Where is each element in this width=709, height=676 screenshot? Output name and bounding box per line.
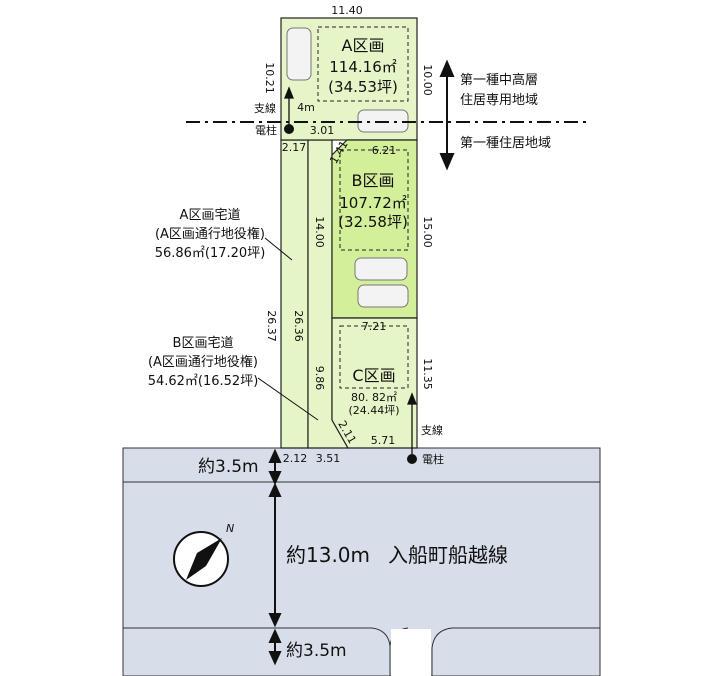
road-name-label: 入船町船越線	[388, 543, 508, 567]
lots	[280, 17, 418, 449]
easement-b-title: B区画宅道	[173, 336, 234, 351]
dim-road-4m: 4m	[297, 101, 315, 114]
zone-upper-label-1: 第一種中高層	[460, 72, 538, 88]
road-dim-arrows	[268, 448, 282, 666]
leader-line	[264, 237, 293, 261]
sidewalk-bottom-label: 約3.5m	[286, 641, 347, 661]
dim-c-right: 11.35	[421, 358, 434, 390]
zone-arrows	[439, 59, 455, 171]
lot-a-name: A区画	[342, 36, 385, 55]
road-surface	[122, 447, 601, 676]
dim-a-left: 10.21	[263, 62, 276, 94]
dim-b-inner-top: 6.21	[372, 144, 397, 157]
lot-c-area-m2: 80. 82㎡	[351, 391, 397, 404]
lot-b-area-m2: 107.72㎡	[339, 194, 407, 212]
lot-c-name: C区画	[352, 366, 395, 385]
easement-a-title: A区画宅道	[180, 208, 241, 223]
dim-strip-width: 2.17	[282, 141, 307, 154]
utility-pole-icon	[284, 124, 294, 134]
side-road-gap	[391, 629, 431, 676]
dim-top-width: 11.40	[331, 4, 363, 17]
compass: N	[173, 522, 234, 587]
utility-pole-icon	[407, 454, 417, 464]
zone-upper-label-2: 住居専用地域	[460, 93, 538, 108]
building-area-a	[317, 26, 409, 102]
road-width-label: 約13.0m	[286, 543, 370, 567]
building-areas	[317, 26, 409, 389]
branch-line-arrow-bottom	[407, 392, 417, 454]
dim-frontage-b: 3.51	[316, 452, 341, 465]
lot-b-area-tsubo: (32.58坪)	[338, 213, 408, 231]
lot-c	[331, 317, 418, 449]
lot-c-area-tsubo: (24.44坪)	[348, 404, 399, 417]
dim-outer-left: 26.37	[265, 310, 278, 342]
car-icon	[286, 27, 312, 81]
lot-strip-left	[280, 139, 309, 449]
car-icon	[357, 284, 409, 308]
lot-a-area-m2: 114.16㎡	[329, 58, 397, 76]
side-road-right	[431, 627, 600, 676]
dim-inner-strip: 26.36	[292, 310, 305, 342]
easement-a-note: (A区画通行地役権)	[155, 226, 265, 242]
compass-north-label: N	[226, 522, 234, 535]
dim-c-inner-top: 7.21	[362, 320, 387, 333]
pole-top-label: 電柱	[255, 123, 277, 137]
easement-a-area: 56.86㎡(17.20坪)	[155, 246, 266, 261]
sidewalk-top-label: 約3.5m	[198, 457, 259, 477]
branch-line-top-label: 支線	[254, 101, 276, 115]
north-arrow-icon	[186, 538, 222, 580]
car-icon	[354, 257, 408, 281]
building-area-c	[339, 325, 409, 389]
dim-a-right: 10.00	[421, 64, 434, 96]
dim-b-inner-left: 14.00	[313, 216, 326, 248]
pole-bottom-label: 電柱	[422, 452, 444, 466]
dim-c-bottom: 5.71	[371, 434, 396, 447]
easement-b-area: 54.62㎡(16.52坪)	[148, 374, 259, 389]
road-4m-arrow	[284, 86, 294, 128]
branch-line-bottom-label: 支線	[421, 423, 443, 437]
zone-lower-label: 第一種住居地域	[460, 135, 551, 151]
dim-b-right: 15.00	[421, 216, 434, 248]
dim-frontage-a: 2.12	[283, 452, 308, 465]
easement-b-note: (A区画通行地役権)	[148, 354, 258, 370]
dim-a-b-boundary: 3.01	[310, 124, 335, 137]
road	[122, 447, 601, 676]
lot-a-area-tsubo: (34.53坪)	[328, 78, 398, 96]
leader-line	[257, 377, 319, 421]
lot-b-name: B区画	[352, 171, 395, 190]
dim-c-left: 9.86	[313, 366, 326, 391]
